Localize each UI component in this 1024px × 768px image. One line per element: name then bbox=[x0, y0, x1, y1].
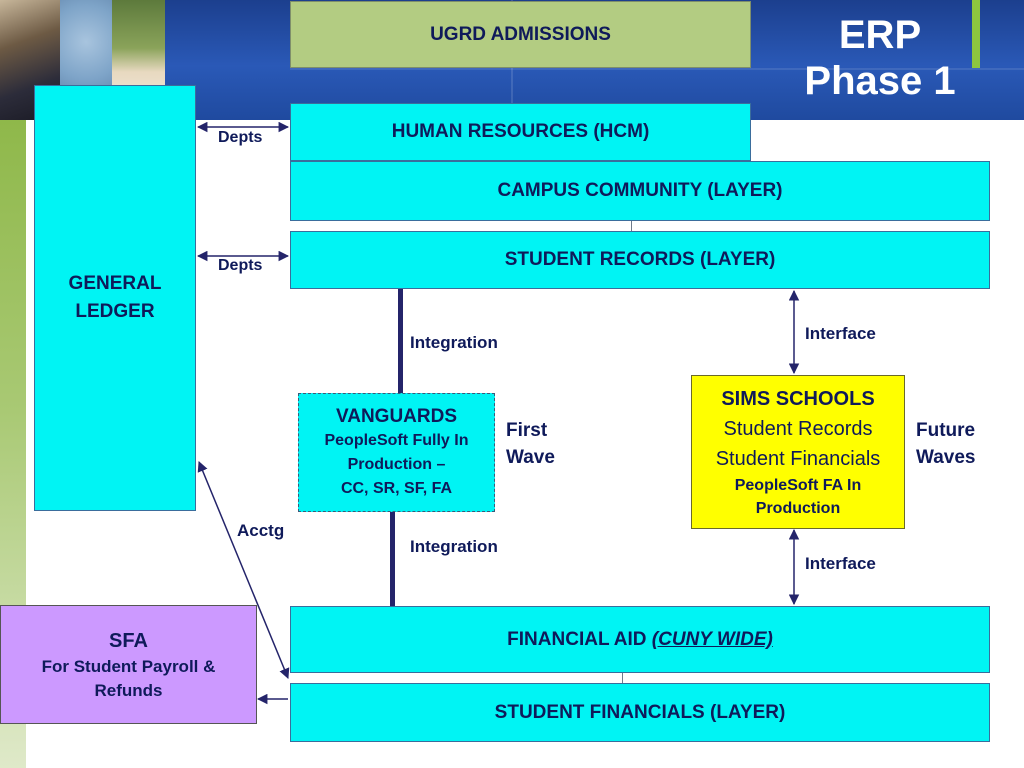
first-wave-label-2: Wave bbox=[506, 447, 555, 468]
vanguards-box: VANGUARDS PeopleSoft Fully In Production… bbox=[298, 393, 495, 512]
vanguards-line-1: PeopleSoft Fully In bbox=[324, 431, 469, 449]
depts-label-2: Depts bbox=[218, 257, 263, 274]
first-wave-label-1: First bbox=[506, 420, 548, 441]
general-ledger-box: GENERAL LEDGER bbox=[34, 85, 196, 511]
sfa-line-1: For Student Payroll & bbox=[41, 656, 216, 676]
ugrd-admissions-label: UGRD ADMISSIONS bbox=[430, 23, 611, 45]
human-resources-box: HUMAN RESOURCES (HCM) bbox=[290, 103, 751, 161]
integration-line-upper bbox=[398, 289, 403, 393]
integration-label-2: Integration bbox=[410, 537, 498, 556]
depts-label-1: Depts bbox=[218, 129, 263, 146]
vanguards-title: VANGUARDS bbox=[335, 405, 458, 427]
slide-title: ERP Phase 1 bbox=[780, 12, 980, 104]
sfa-box: SFA For Student Payroll & Refunds bbox=[0, 605, 257, 724]
financial-aid-box: FINANCIAL AID (CUNY WIDE) bbox=[290, 606, 990, 673]
ugrd-admissions-box: UGRD ADMISSIONS bbox=[290, 1, 751, 68]
human-resources-label: HUMAN RESOURCES (HCM) bbox=[391, 121, 650, 142]
acctg-label: Acctg bbox=[237, 521, 285, 540]
sims-schools-title: SIMS SCHOOLS bbox=[721, 388, 875, 410]
title-line-1: ERP bbox=[838, 13, 922, 57]
sfa-line-2: Refunds bbox=[94, 680, 163, 700]
integration-line-lower bbox=[390, 512, 395, 606]
campus-community-label: CAMPUS COMMUNITY (LAYER) bbox=[497, 180, 783, 201]
future-waves-label-1: Future bbox=[916, 420, 976, 441]
sfa-title: SFA bbox=[109, 629, 148, 652]
sims-schools-line-4: Production bbox=[755, 500, 841, 517]
title-accent-bar bbox=[972, 0, 980, 68]
student-records-box: STUDENT RECORDS (LAYER) bbox=[290, 231, 990, 289]
sims-schools-line-2: Student Financials bbox=[715, 448, 881, 470]
student-records-label: STUDENT RECORDS (LAYER) bbox=[504, 249, 776, 270]
future-waves-label-2: Waves bbox=[916, 447, 976, 468]
sims-schools-line-1: Student Records bbox=[723, 418, 873, 440]
interface-label-2: Interface bbox=[805, 554, 876, 573]
integration-label-1: Integration bbox=[410, 333, 498, 352]
sims-schools-line-3: PeopleSoft FA In bbox=[734, 477, 862, 494]
financial-aid-scope: (CUNY WIDE) bbox=[651, 628, 773, 650]
fa-sf-connector bbox=[622, 673, 623, 683]
interface-label-1: Interface bbox=[805, 324, 876, 343]
title-line-2: Phase 1 bbox=[804, 59, 956, 103]
vanguards-line-2: Production – bbox=[347, 455, 446, 473]
hcm-campus-connector bbox=[631, 221, 632, 231]
student-financials-label: STUDENT FINANCIALS (LAYER) bbox=[494, 701, 786, 723]
general-ledger-label: GENERAL LEDGER bbox=[68, 273, 162, 322]
vanguards-line-3: CC, SR, SF, FA bbox=[340, 479, 453, 497]
campus-community-box: CAMPUS COMMUNITY (LAYER) bbox=[290, 161, 990, 221]
student-financials-box: STUDENT FINANCIALS (LAYER) bbox=[290, 683, 990, 742]
financial-aid-label: FINANCIAL AID bbox=[507, 628, 652, 650]
sims-schools-box: SIMS SCHOOLS Student Records Student Fin… bbox=[691, 375, 905, 529]
